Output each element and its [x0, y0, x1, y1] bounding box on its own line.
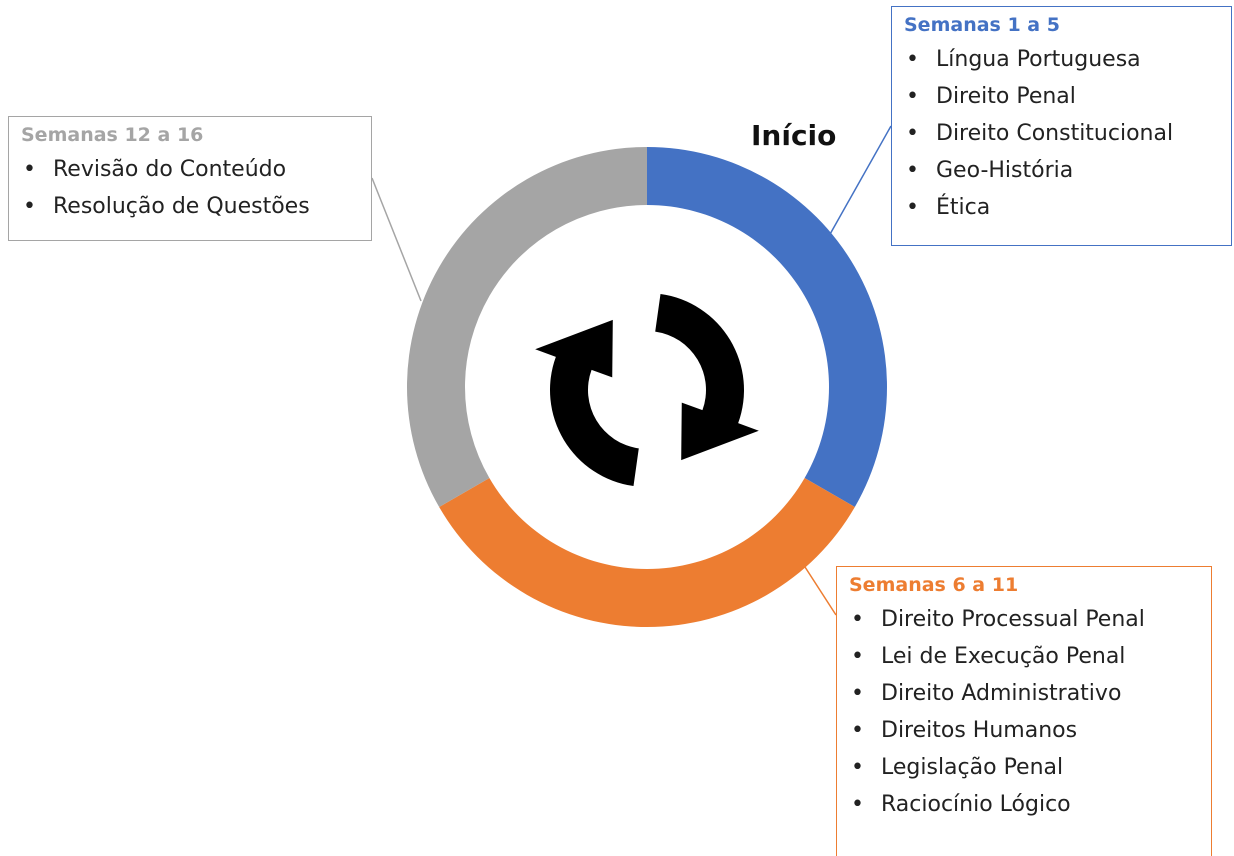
list-item: Direito Administrativo — [849, 675, 1203, 712]
phase-box-weeks-12-16: Semanas 12 a 16 Revisão do Conteúdo Reso… — [8, 116, 372, 241]
connector-line-weeks-6-11 — [804, 566, 837, 616]
list-item: Lei de Execução Penal — [849, 638, 1203, 675]
cycle-arrow-right — [655, 293, 759, 461]
phase-box-weeks-1-5: Semanas 1 a 5 Língua Portuguesa Direito … — [891, 6, 1232, 246]
list-item: Direito Processual Penal — [849, 601, 1203, 638]
ring-segment-weeks-6-11 — [439, 478, 855, 627]
subject-list: Língua Portuguesa Direito Penal Direito … — [904, 41, 1223, 226]
list-item: Direito Penal — [904, 78, 1223, 115]
list-item: Revisão do Conteúdo — [21, 151, 363, 188]
connector-line-weeks-12-16 — [371, 177, 422, 302]
list-item: Língua Portuguesa — [904, 41, 1223, 78]
list-item: Legislação Penal — [849, 749, 1203, 786]
list-item: Geo-História — [904, 152, 1223, 189]
subject-list: Revisão do Conteúdo Resolução de Questõe… — [21, 151, 363, 225]
phase-title: Semanas 6 a 11 — [849, 574, 1019, 596]
subject-list: Direito Processual Penal Lei de Execução… — [849, 601, 1203, 823]
ring-segment-weeks-1-5 — [647, 147, 888, 507]
list-item: Direito Constitucional — [904, 115, 1223, 152]
phase-title: Semanas 1 a 5 — [904, 14, 1060, 36]
refresh-cycle-icon — [535, 293, 759, 487]
phase-box-weeks-6-11: Semanas 6 a 11 Direito Processual Penal … — [836, 566, 1212, 856]
list-item: Raciocínio Lógico — [849, 786, 1203, 823]
list-item: Resolução de Questões — [21, 188, 363, 225]
start-label: Início — [751, 119, 837, 152]
list-item: Direitos Humanos — [849, 712, 1203, 749]
connector-line-weeks-1-5 — [828, 125, 892, 237]
phase-title: Semanas 12 a 16 — [21, 124, 204, 146]
ring-segment-weeks-12-16 — [406, 147, 647, 507]
cycle-arrow-left — [535, 319, 639, 487]
list-item: Ética — [904, 189, 1223, 226]
